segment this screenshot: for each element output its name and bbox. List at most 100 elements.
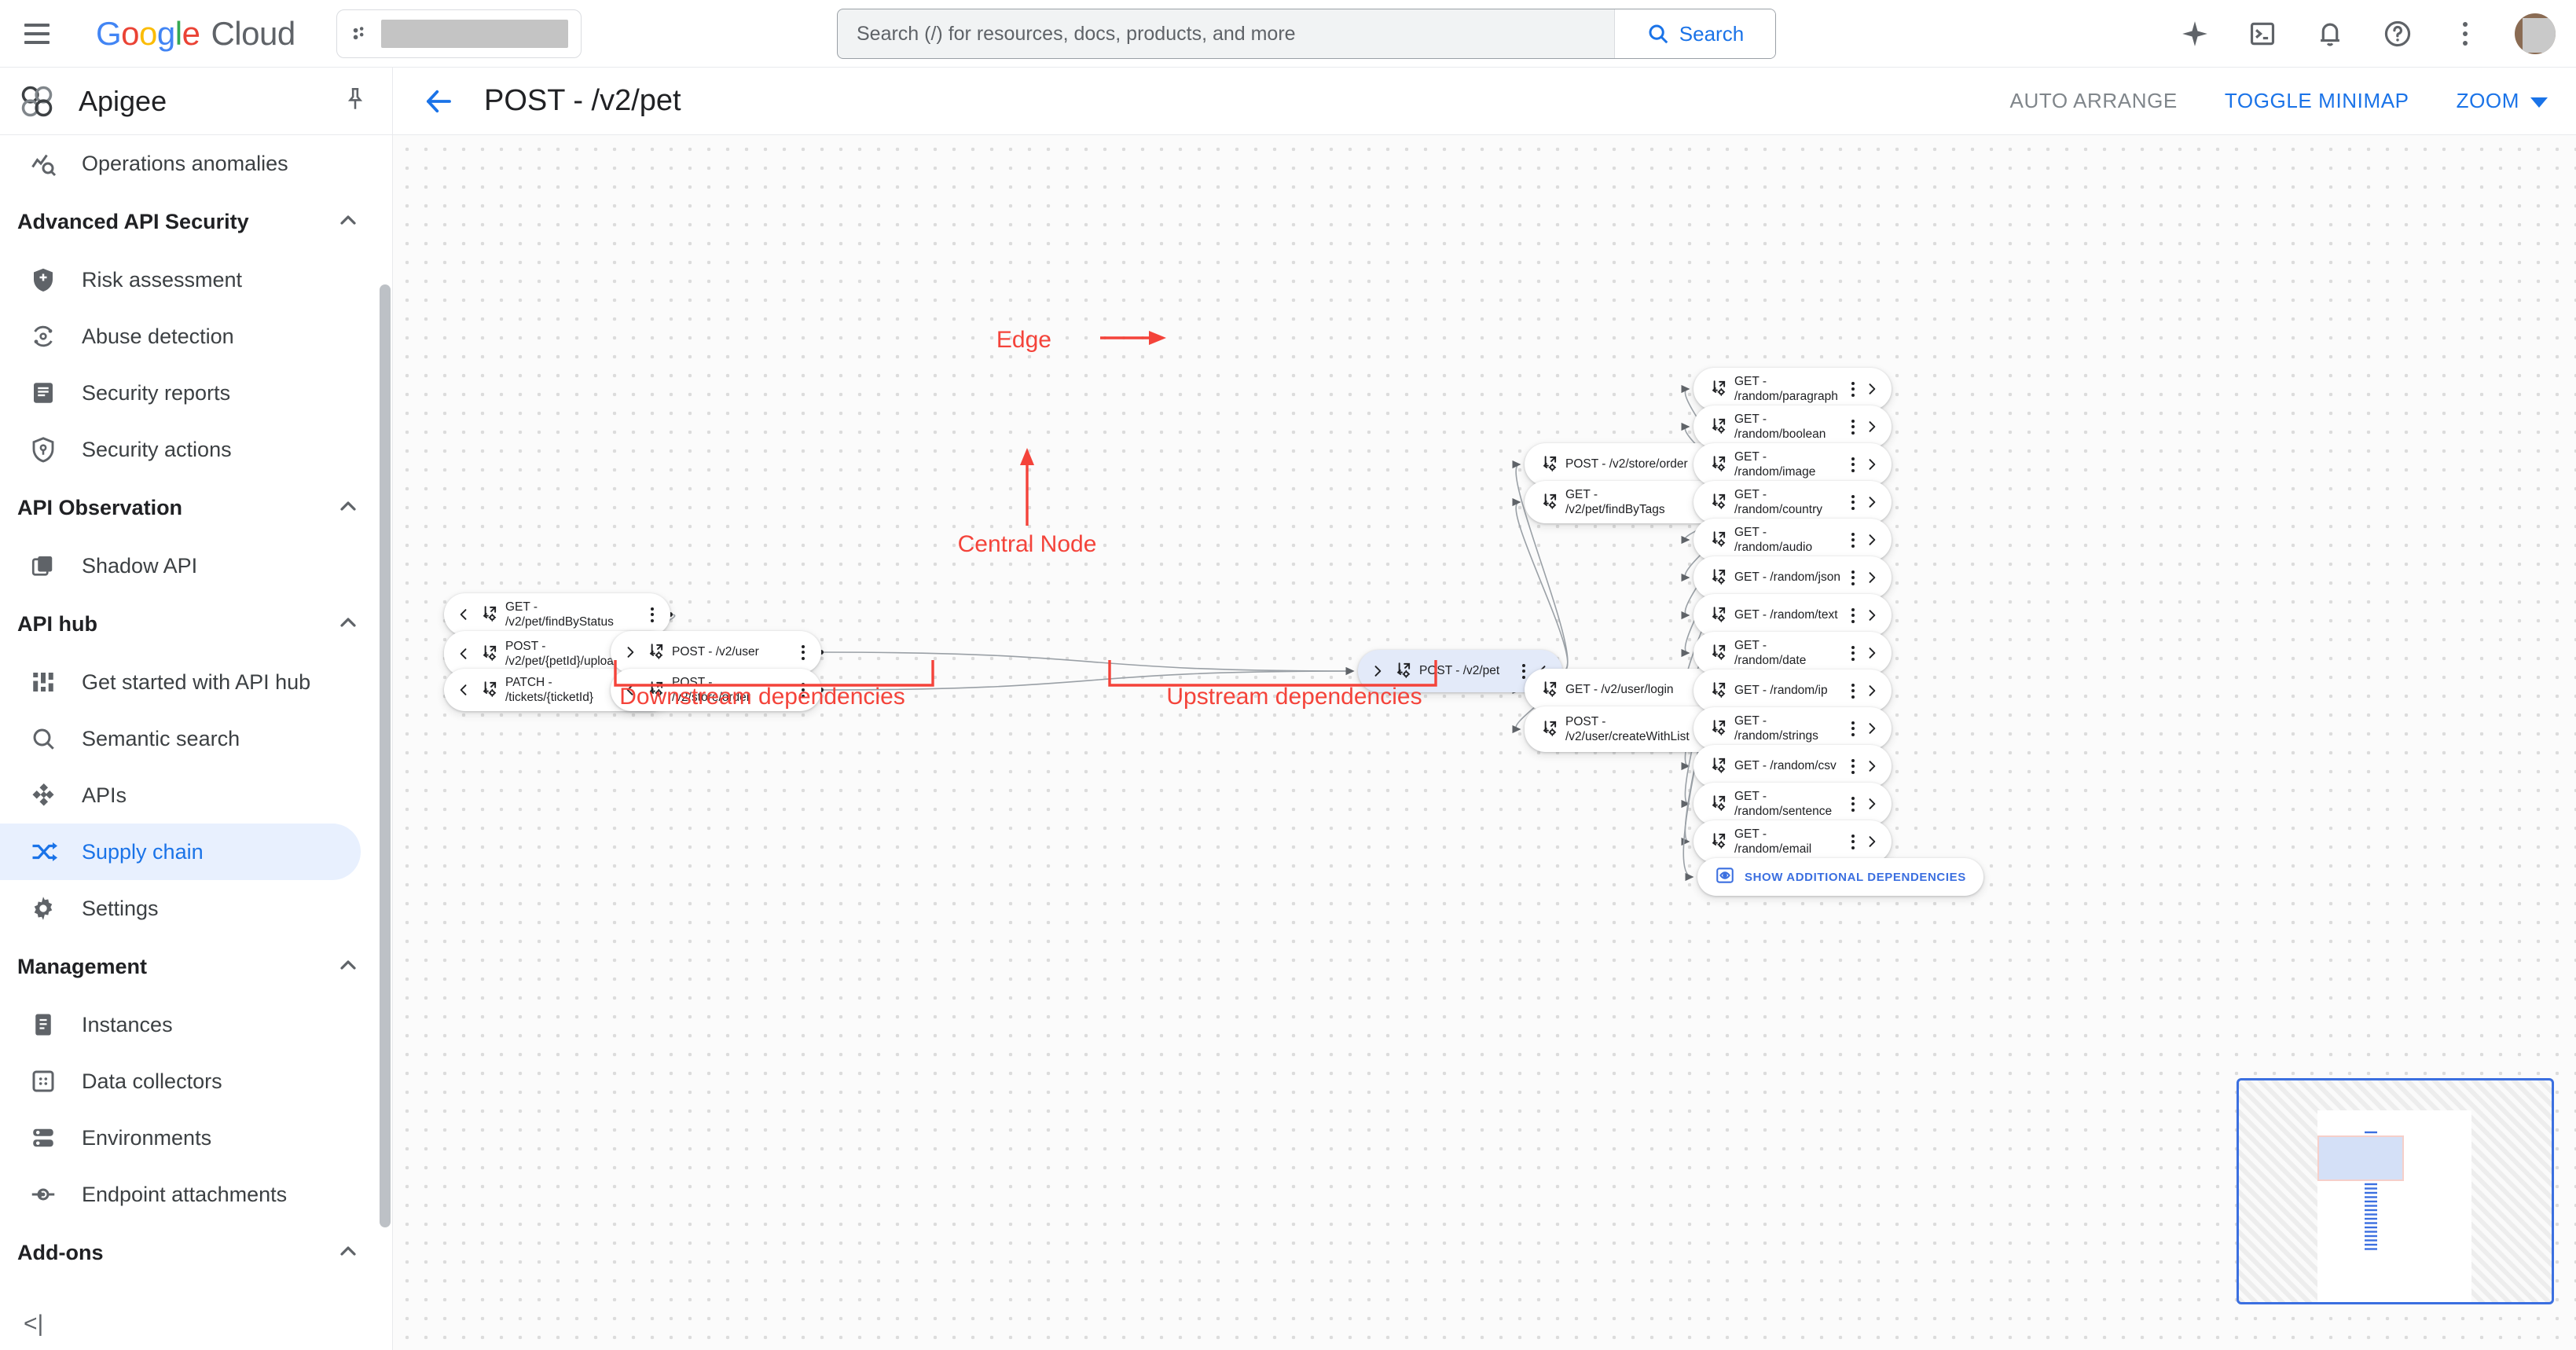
chevron-up-icon[interactable] — [336, 1238, 361, 1267]
sidebar-group-api-observation[interactable]: API Observation — [0, 478, 392, 537]
sidebar-item-supply-chain[interactable]: Supply chain — [0, 824, 361, 880]
search-button[interactable]: Search — [1614, 9, 1775, 58]
global-search[interactable]: Search — [837, 9, 1776, 59]
chevron-right-icon[interactable] — [1862, 783, 1882, 825]
sidebar-item-instances[interactable]: Instances — [0, 996, 392, 1053]
sidebar-group-api-hub[interactable]: API hub — [0, 594, 392, 654]
graph-node[interactable]: GET - /random/country — [1693, 481, 1892, 523]
sidebar-item-get-started-with-api-hub[interactable]: Get started with API hub — [0, 654, 392, 710]
chevron-left-icon[interactable] — [620, 669, 640, 711]
help-question-icon[interactable] — [2380, 16, 2416, 52]
graph-node[interactable]: GET - /random/sentence — [1693, 783, 1892, 825]
node-more-icon[interactable] — [1844, 645, 1862, 661]
node-more-icon[interactable] — [1844, 721, 1862, 736]
chevron-right-icon[interactable] — [1862, 443, 1882, 486]
sidebar-group-management[interactable]: Management — [0, 937, 392, 996]
chevron-right-icon[interactable] — [620, 631, 640, 673]
node-more-icon[interactable] — [644, 607, 661, 622]
node-more-icon[interactable] — [794, 682, 812, 698]
cloud-shell-icon[interactable] — [2244, 16, 2281, 52]
graph-node[interactable]: GET - /random/text — [1693, 594, 1892, 636]
account-avatar[interactable] — [2515, 13, 2556, 54]
more-vert-icon[interactable] — [2447, 16, 2483, 52]
project-picker[interactable] — [336, 9, 582, 58]
show-additional-dependencies-button[interactable]: SHOW ADDITIONAL DEPENDENCIES — [1697, 858, 1983, 896]
chevron-right-icon[interactable] — [1862, 405, 1882, 448]
node-more-icon[interactable] — [1844, 796, 1862, 812]
graph-node[interactable]: GET - /random/email — [1693, 820, 1892, 863]
node-more-icon[interactable] — [1844, 834, 1862, 849]
sidebar-item-semantic-search[interactable]: Semantic search — [0, 710, 392, 767]
chevron-up-icon[interactable] — [336, 493, 361, 523]
sidebar-item-endpoint-attachments[interactable]: Endpoint attachments — [0, 1166, 392, 1223]
node-more-icon[interactable] — [1844, 381, 1862, 397]
node-more-icon[interactable] — [1515, 663, 1532, 679]
sidebar-item-security-actions[interactable]: Security actions — [0, 421, 392, 478]
sidebar-item-settings[interactable]: Settings — [0, 880, 392, 937]
sidebar-item-apis[interactable]: APIs — [0, 767, 392, 824]
search-input[interactable] — [838, 9, 1614, 58]
sidebar-item-data-collectors[interactable]: Data collectors — [0, 1053, 392, 1110]
pin-icon[interactable] — [342, 86, 369, 116]
sidebar-item-abuse-detection[interactable]: Abuse detection — [0, 308, 392, 365]
sidebar-item-environments[interactable]: Environments — [0, 1110, 392, 1166]
chevron-right-icon[interactable] — [1862, 669, 1882, 712]
chevron-right-icon[interactable] — [1862, 556, 1882, 599]
chevron-right-icon[interactable] — [1862, 707, 1882, 750]
auto-arrange-button[interactable]: AUTO ARRANGE — [2009, 89, 2178, 112]
collapse-sidebar-button[interactable]: <| — [24, 1311, 44, 1337]
graph-node[interactable]: GET - /random/json — [1693, 556, 1892, 599]
notifications-bell-icon[interactable] — [2312, 16, 2348, 52]
chevron-right-icon[interactable] — [1862, 632, 1882, 674]
graph-node[interactable]: GET - /v2/pet/findByStatus — [444, 593, 670, 636]
graph-node[interactable]: GET - /random/audio — [1693, 519, 1892, 561]
chevron-left-icon[interactable] — [453, 593, 474, 636]
chevron-up-icon[interactable] — [336, 207, 361, 237]
sidebar-item-operations-anomalies[interactable]: Operations anomalies — [0, 135, 392, 192]
graph-node[interactable]: POST - /v2/store/order — [611, 669, 821, 711]
node-more-icon[interactable] — [1844, 457, 1862, 472]
graph-node[interactable]: GET - /random/strings — [1693, 707, 1892, 750]
graph-node[interactable]: GET - /random/csv — [1693, 745, 1892, 787]
chevron-left-icon[interactable] — [453, 631, 474, 677]
sidebar-group-advanced-api-security[interactable]: Advanced API Security — [0, 192, 392, 251]
chevron-up-icon[interactable] — [336, 952, 361, 981]
chevron-right-icon[interactable] — [1862, 820, 1882, 863]
chevron-left-icon[interactable] — [453, 669, 474, 711]
graph-node[interactable]: POST - /v2/user — [611, 631, 821, 673]
chevron-right-icon[interactable] — [1862, 594, 1882, 636]
gemini-sparkle-icon[interactable] — [2177, 16, 2213, 52]
arrow-left-icon[interactable] — [416, 79, 461, 123]
node-more-icon[interactable] — [1844, 758, 1862, 774]
graph-node[interactable]: GET - /random/paragraph — [1693, 368, 1892, 410]
sidebar-item-security-reports[interactable]: Security reports — [0, 365, 392, 421]
sidebar-scrollbar[interactable] — [380, 284, 391, 1227]
hamburger-menu-icon[interactable] — [17, 14, 57, 53]
node-more-icon[interactable] — [1844, 570, 1862, 585]
toggle-minimap-button[interactable]: TOGGLE MINIMAP — [2224, 89, 2409, 112]
node-more-icon[interactable] — [1844, 532, 1862, 548]
sidebar-group-add-ons[interactable]: Add-ons — [0, 1223, 392, 1282]
chevron-right-icon[interactable] — [1367, 650, 1388, 692]
graph-node[interactable]: GET - /random/ip — [1693, 669, 1892, 712]
node-more-icon[interactable] — [1844, 494, 1862, 510]
node-more-icon[interactable] — [1844, 419, 1862, 435]
graph-node[interactable]: GET - /random/date — [1693, 632, 1892, 674]
graph-node[interactable]: GET - /random/boolean — [1693, 405, 1892, 448]
node-more-icon[interactable] — [1844, 607, 1862, 623]
minimap-panel[interactable] — [2237, 1078, 2554, 1304]
chevron-right-icon[interactable] — [1862, 519, 1882, 561]
zoom-dropdown[interactable]: ZOOM — [2457, 89, 2548, 113]
graph-node[interactable]: GET - /random/image — [1693, 443, 1892, 486]
node-more-icon[interactable] — [1844, 683, 1862, 699]
sidebar-item-shadow-api[interactable]: Shadow API — [0, 537, 392, 594]
chevron-right-icon[interactable] — [1862, 481, 1882, 523]
chevron-up-icon[interactable] — [336, 610, 361, 639]
minimap-viewport-rect[interactable] — [2317, 1135, 2404, 1181]
node-more-icon[interactable] — [794, 644, 812, 660]
chevron-right-icon[interactable] — [1862, 368, 1882, 410]
chevron-right-icon[interactable] — [1862, 745, 1882, 787]
